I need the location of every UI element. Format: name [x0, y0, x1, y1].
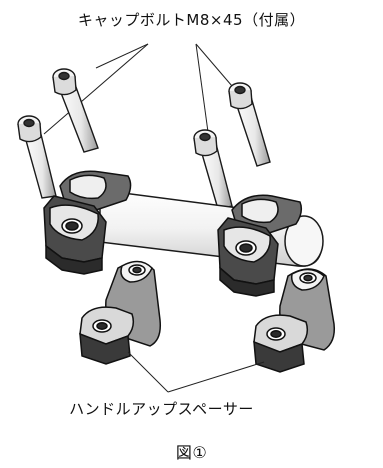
cap-bolt-label: キャップボルトM8×45（付属） — [77, 11, 306, 29]
left-riser-clamp — [43, 170, 132, 275]
right-handle-up-spacer — [253, 268, 336, 373]
cap-bolt-2 — [17, 115, 57, 199]
bolt-leader-lines — [43, 43, 233, 135]
spacer-label: ハンドルアップスペーサー — [69, 400, 254, 418]
left-handle-up-spacer — [79, 260, 162, 365]
right-riser-clamp — [217, 194, 303, 297]
spacer-leader-lines — [127, 351, 265, 393]
figure-caption: 図① — [175, 443, 208, 462]
cap-bolt-3 — [228, 82, 271, 167]
cap-bolt-1 — [52, 68, 99, 153]
cap-bolt-4 — [193, 129, 233, 210]
